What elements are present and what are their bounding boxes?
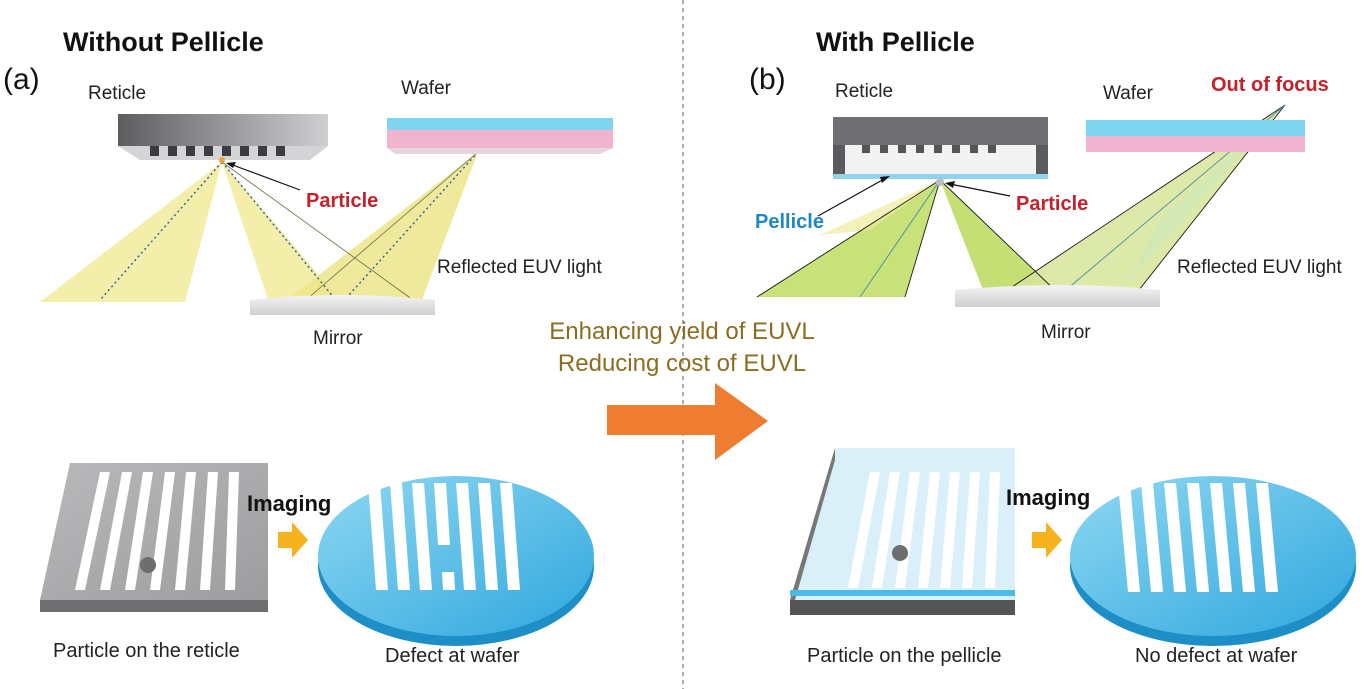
left-reticle-plate	[40, 463, 268, 612]
out-of-focus-label: Out of focus	[1211, 74, 1329, 96]
left-mirror	[250, 295, 435, 315]
right-imaging-arrow	[1032, 522, 1062, 558]
left-reflect-cone-1	[222, 162, 345, 305]
left-reticle-label: Reticle	[88, 83, 147, 104]
right-reflected-label: Reflected EUV light	[1177, 257, 1342, 278]
left-optics	[40, 114, 613, 315]
left-caption-1: Particle on the reticle	[53, 640, 240, 662]
center-line-1: Enhancing yield of EUVL	[549, 318, 815, 345]
right-title: With Pellicle	[816, 27, 975, 57]
left-panel-label: (a)	[3, 63, 40, 96]
right-caption-1: Particle on the pellicle	[807, 645, 1002, 667]
right-reticle	[833, 117, 1048, 186]
right-mirror	[955, 285, 1160, 307]
reticle-particle	[140, 557, 156, 573]
right-mirror-label: Mirror	[1041, 322, 1091, 343]
left-particle-dot	[219, 157, 225, 163]
left-wafer-label: Wafer	[401, 78, 451, 99]
right-pellicle-box	[790, 448, 1015, 615]
pellicle-label: Pellicle	[755, 211, 824, 233]
left-reflect-cone-2	[280, 152, 478, 305]
right-wafer-label: Wafer	[1103, 83, 1153, 104]
center-line-2: Reducing cost of EUVL	[557, 350, 807, 377]
left-imaging-label: Imaging	[247, 491, 332, 516]
pellicle-membrane	[833, 174, 1048, 179]
left-particle-label: Particle	[306, 190, 379, 212]
right-particle-label: Particle	[1016, 193, 1089, 215]
left-imaging-arrow	[278, 522, 308, 558]
right-wafer	[1086, 120, 1305, 152]
left-wafer-disk	[318, 476, 594, 646]
right-imaging-label: Imaging	[1006, 485, 1091, 510]
right-optics	[756, 104, 1305, 307]
right-caption-2: No defect at wafer	[1135, 645, 1298, 667]
left-reticle	[118, 114, 328, 163]
right-panel-label: (b)	[749, 63, 786, 96]
left-wafer	[387, 118, 613, 154]
left-mirror-label: Mirror	[313, 328, 363, 349]
right-wafer-disk	[1070, 476, 1356, 646]
left-reflected-label: Reflected EUV light	[437, 257, 602, 278]
left-incident-cone	[40, 162, 222, 302]
left-title: Without Pellicle	[63, 27, 264, 57]
pellicle-particle	[892, 545, 908, 561]
left-caption-2: Defect at wafer	[385, 645, 520, 667]
center-arrow	[607, 383, 768, 460]
right-reticle-label: Reticle	[835, 81, 894, 102]
